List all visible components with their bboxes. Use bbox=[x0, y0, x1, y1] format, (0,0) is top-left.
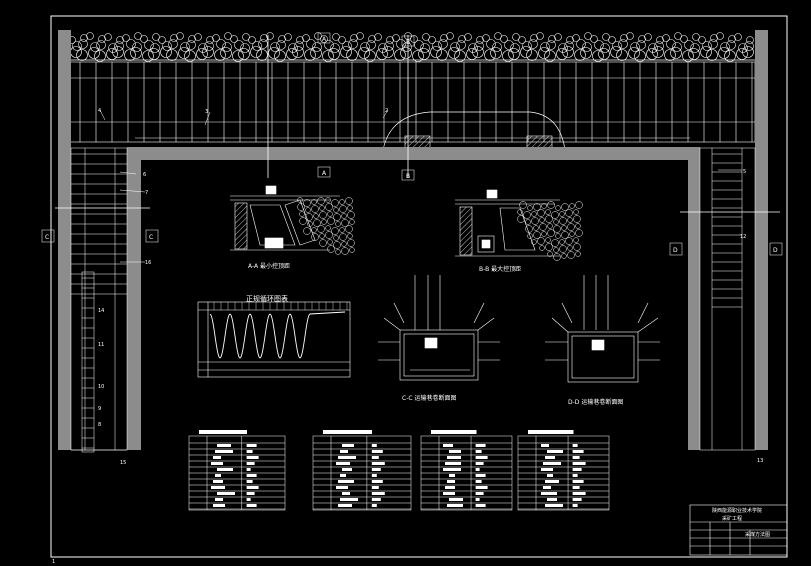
dd-caption: D-D 运输巷卷断面图 bbox=[568, 398, 623, 406]
title-block-drawing-name: 采煤方法图 bbox=[745, 531, 770, 538]
svg-text:B: B bbox=[406, 39, 410, 46]
title-block-school: 陕西能源职业技术学院 bbox=[712, 507, 762, 514]
dd-section-view bbox=[545, 275, 660, 383]
drawing-frame bbox=[50, 15, 788, 558]
svg-text:A: A bbox=[322, 170, 327, 177]
left-haulage-roadway bbox=[70, 147, 128, 453]
svg-text:C: C bbox=[149, 234, 153, 241]
svg-text:D: D bbox=[773, 247, 778, 254]
title-block-dept: 采矿工程 bbox=[722, 515, 742, 522]
callout-11: 11 bbox=[98, 342, 104, 348]
technical-tables bbox=[188, 430, 610, 511]
callout-13: 13 bbox=[757, 458, 763, 464]
cycle-chart bbox=[197, 301, 351, 378]
bb-caption: B-B 最大控顶距 bbox=[479, 265, 521, 273]
shearer-drum-outline bbox=[382, 111, 566, 151]
callout-3: 3 bbox=[205, 109, 208, 115]
aa-section-view bbox=[230, 185, 340, 251]
section-mark-d-right: D bbox=[769, 242, 783, 256]
cycle-chart-waveform bbox=[209, 311, 346, 359]
callout-5: 5 bbox=[743, 169, 746, 175]
hydraulic-support-array bbox=[69, 61, 756, 143]
section-mark-c-left: C bbox=[41, 229, 55, 243]
callout-14: 14 bbox=[98, 308, 104, 314]
section-mark-b-top: B bbox=[401, 35, 415, 47]
bb-section-view bbox=[455, 189, 560, 257]
section-mark-d-left: D bbox=[669, 242, 683, 256]
callout-2: 2 bbox=[385, 108, 388, 114]
cc-section-view bbox=[378, 275, 500, 381]
left-pillar bbox=[58, 30, 71, 450]
section-mark-a-top: A bbox=[317, 32, 331, 44]
section-mark-b-bottom: B bbox=[401, 169, 415, 181]
svg-text:A: A bbox=[322, 36, 327, 43]
callout-8: 8 bbox=[98, 422, 101, 428]
svg-text:B: B bbox=[406, 173, 410, 180]
callout-6: 6 bbox=[143, 172, 146, 178]
caving-rock-zone bbox=[68, 32, 754, 62]
aa-caving-rock bbox=[297, 197, 355, 255]
cycle-chart-title: 正规循环图表 bbox=[246, 294, 288, 303]
section-mark-a-bottom: A bbox=[317, 166, 331, 178]
callout-1: 1 bbox=[52, 559, 55, 565]
callout-4: 4 bbox=[98, 108, 101, 114]
right-pillar bbox=[755, 30, 768, 450]
svg-text:D: D bbox=[673, 247, 678, 254]
callout-15: 15 bbox=[120, 460, 126, 466]
right-ventilation-roadway bbox=[699, 147, 756, 451]
callout-7: 7 bbox=[145, 190, 148, 196]
bb-caving-rock bbox=[517, 201, 583, 261]
callout-12: 12 bbox=[740, 234, 746, 240]
callout-10: 10 bbox=[98, 384, 104, 390]
callout-16: 16 bbox=[145, 260, 151, 266]
svg-text:C: C bbox=[45, 234, 49, 241]
cycle-chart-ticks bbox=[213, 302, 348, 310]
section-mark-c-right: C bbox=[145, 229, 159, 243]
callout-9: 9 bbox=[98, 406, 101, 412]
cc-caption: C-C 运输巷卷断面图 bbox=[402, 394, 456, 402]
title-block bbox=[689, 504, 788, 556]
aa-caption: A-A 最小控顶距 bbox=[248, 262, 290, 270]
